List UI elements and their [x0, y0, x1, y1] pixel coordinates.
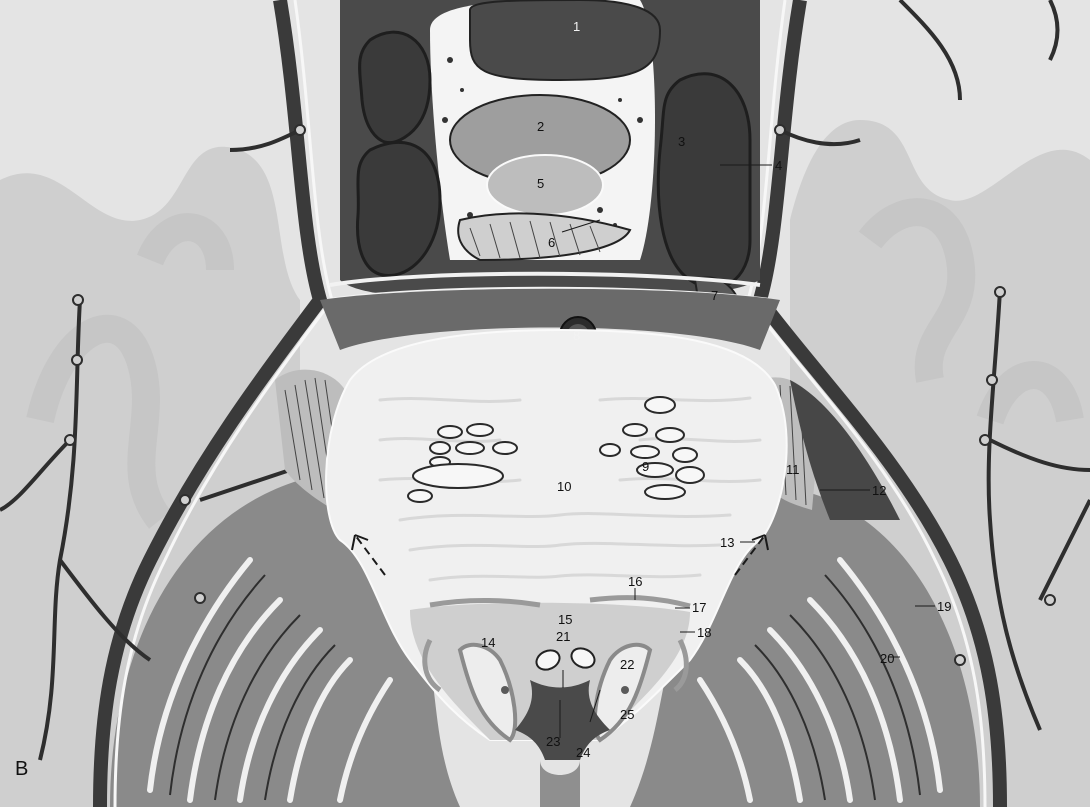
panel-letter: B [15, 758, 28, 780]
label-14: 14 [481, 635, 495, 650]
label-2: 2 [537, 119, 544, 134]
label-1: 1 [573, 19, 580, 34]
label-21: 21 [556, 629, 570, 644]
structure-5 [487, 155, 603, 215]
label-4: 4 [775, 158, 782, 173]
label-12: 12 [872, 483, 886, 498]
label-22: 22 [620, 657, 634, 672]
label-17: 17 [692, 600, 706, 615]
label-8: 8 [573, 328, 580, 343]
label-16: 16 [628, 574, 642, 589]
label-13: 13 [720, 535, 734, 550]
label-10: 10 [557, 479, 571, 494]
label-3: 3 [678, 134, 685, 149]
label-25: 25 [620, 707, 634, 722]
label-9: 9 [642, 459, 649, 474]
label-6: 6 [548, 235, 555, 250]
label-20: 20 [880, 651, 894, 666]
label-11: 11 [786, 462, 800, 477]
label-7: 7 [711, 288, 718, 303]
structure-1 [470, 0, 660, 80]
label-19: 19 [937, 599, 951, 614]
label-24: 24 [576, 745, 590, 760]
label-18: 18 [697, 625, 711, 640]
label-15: 15 [558, 612, 572, 627]
label-23: 23 [546, 734, 560, 749]
label-5: 5 [537, 176, 544, 191]
